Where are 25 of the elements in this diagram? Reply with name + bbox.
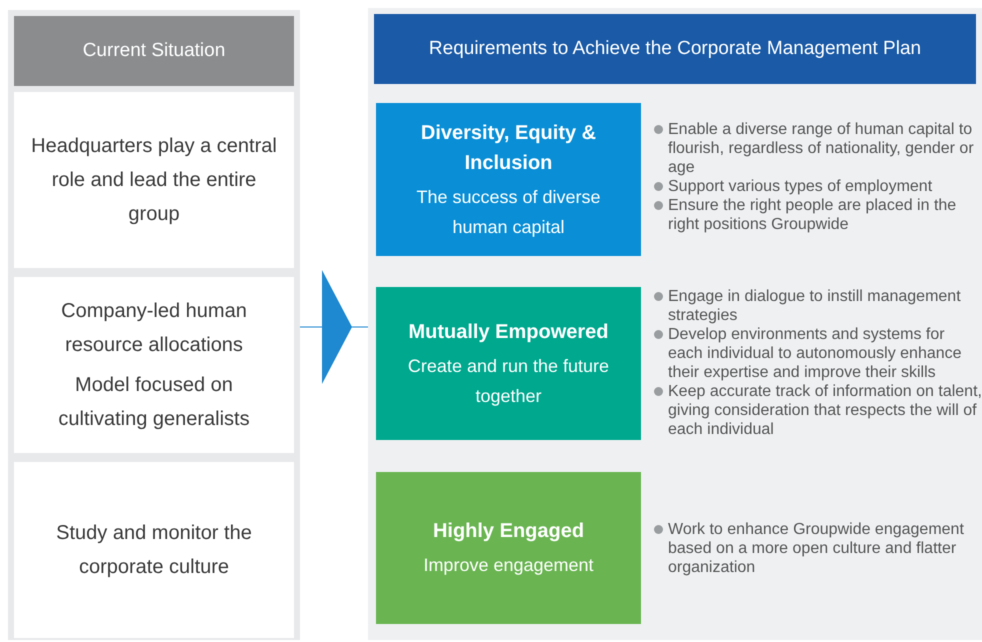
box-subtext: Improve engagement bbox=[423, 554, 594, 577]
requirement-box bbox=[376, 103, 641, 256]
requirement-box bbox=[376, 472, 641, 624]
bullet-text: Keep accurate track of information on talent, giving consideration that respects the will of each individual bbox=[652, 382, 982, 439]
chevron-arrow bbox=[300, 270, 368, 384]
bullet-text: Work to enhance Groupwide engagement based on a more open culture and flatter organization bbox=[652, 520, 982, 577]
panel bbox=[368, 8, 982, 640]
box-text: Headquarters play a central role and lead the entire group bbox=[30, 134, 278, 227]
box-subtext: Create and run the future together bbox=[406, 354, 610, 408]
box-text: Study and monitor the corporate culture bbox=[55, 521, 253, 580]
box-heading: Highly Engaged bbox=[432, 519, 584, 544]
box-text: Model focused on cultivating generalists bbox=[57, 373, 251, 432]
box-heading: Diversity, Equity & Inclusion bbox=[420, 120, 598, 176]
bullet-text: Develop environments and systems for each individual to autonomously enhance their expertise and improve their skills bbox=[652, 325, 982, 382]
panel bbox=[8, 10, 300, 640]
panel-header: Current Situation bbox=[14, 16, 294, 86]
bullet-text: Ensure the right people are placed in the right positions Groupwide bbox=[652, 196, 982, 234]
bullet-text: Engage in dialogue to instill management strategies bbox=[652, 287, 982, 325]
requirement-box bbox=[376, 287, 641, 440]
panel-header: Requirements to Achieve the Corporate Management Plan bbox=[374, 14, 976, 84]
bullet-text: Support various types of employment bbox=[652, 177, 982, 196]
box-text: Company-led human resource allocations bbox=[60, 299, 248, 358]
box-subtext: The success of diverse human capital bbox=[415, 186, 602, 239]
box-heading: Mutually Empowered bbox=[408, 320, 609, 344]
bullet-text: Enable a diverse range of human capital to flourish, regardless of nationality, gender or age bbox=[652, 120, 982, 177]
